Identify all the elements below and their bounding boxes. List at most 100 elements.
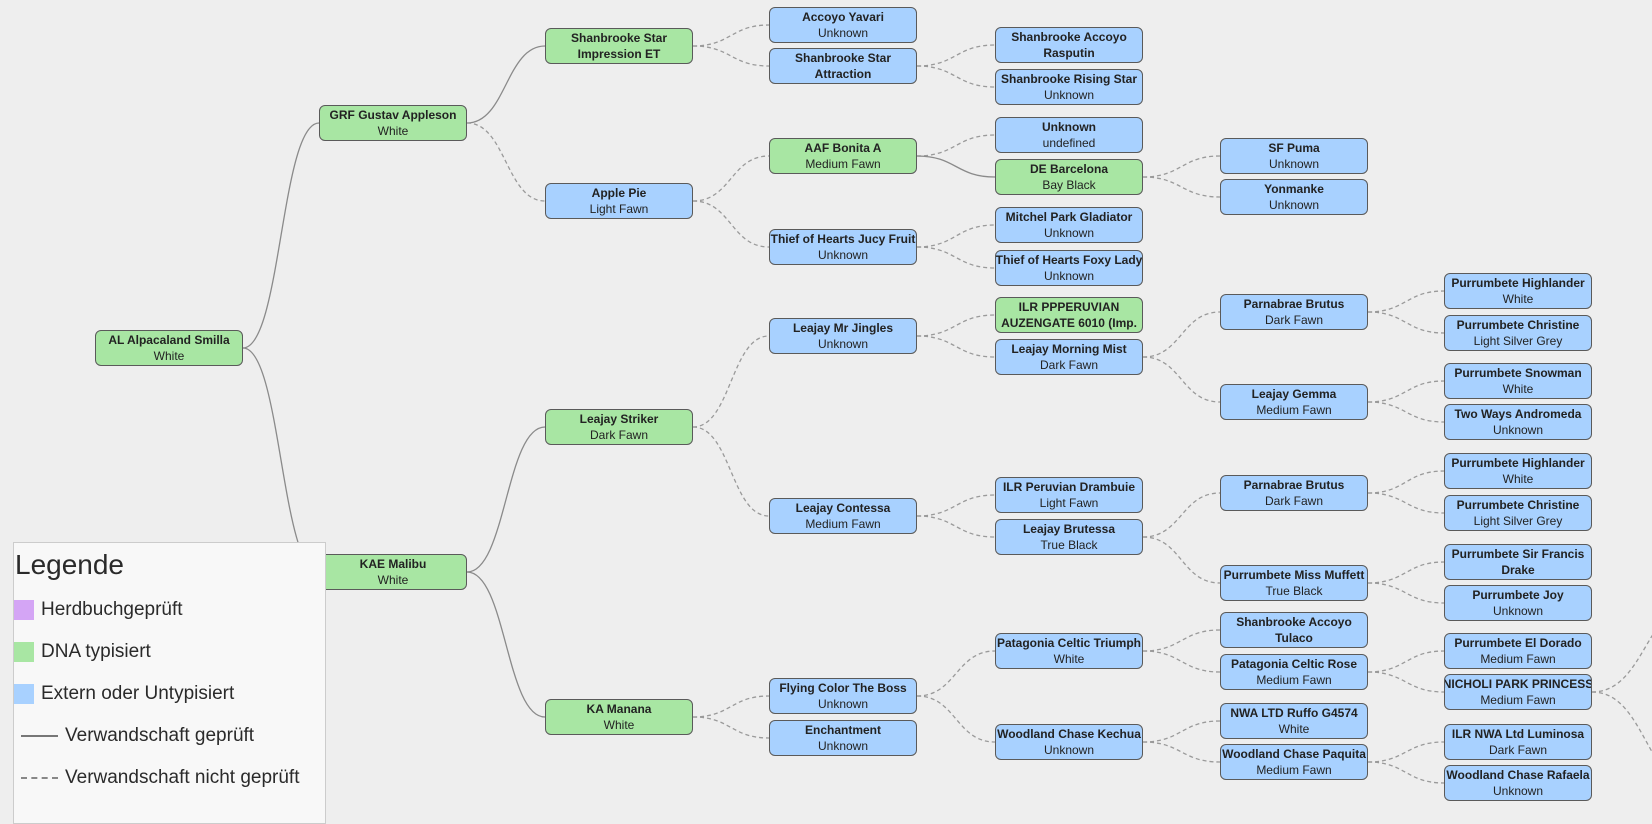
unverified-relation-line xyxy=(692,335,770,428)
unverified-relation-line xyxy=(916,224,996,248)
animal-node[interactable]: ILR PPPERUVIAN AUZENGATE 6010 (Imp. xyxy=(995,297,1143,333)
unverified-relation-line xyxy=(1367,561,1445,584)
animal-node[interactable]: Shanbrooke Star Impression ET xyxy=(545,28,693,64)
unverified-relation-line xyxy=(692,45,770,67)
animal-color: Dark Fawn xyxy=(1264,313,1323,327)
legend-item-herdbook: Herdbuchgeprüft xyxy=(14,589,325,631)
legend-label: Extern oder Untypisiert xyxy=(41,683,235,704)
animal-node[interactable]: Shanbrooke Star Attraction xyxy=(769,48,917,84)
animal-color: Unknown xyxy=(1043,88,1095,102)
animal-node[interactable]: Shanbrooke Accoyo Rasputin xyxy=(995,27,1143,63)
animal-name: Thief of Hearts Foxy Lady xyxy=(995,253,1143,267)
unverified-relation-line xyxy=(1142,176,1221,198)
animal-color: Unknown xyxy=(817,697,869,711)
animal-node[interactable]: Shanbrooke Accoyo Tulaco xyxy=(1220,612,1368,648)
unverified-relation-line xyxy=(916,695,996,743)
animal-name: Parnabrae Brutus xyxy=(1243,478,1345,492)
animal-color: Medium Fawn xyxy=(805,157,881,171)
animal-name: ILR NWA Ltd Luminosa xyxy=(1451,727,1585,741)
animal-name: Woodland Chase Kechua xyxy=(997,727,1141,741)
legend: Legende Herdbuchgeprüft DNA typisiert Ex… xyxy=(13,542,326,824)
animal-name: Leajay Mr Jingles xyxy=(792,321,894,335)
animal-name: Purrumbete Christine xyxy=(1456,498,1580,512)
unverified-relation-line xyxy=(1367,650,1445,673)
unverified-relation-line xyxy=(916,650,996,697)
unverified-relation-line xyxy=(1367,761,1445,784)
dna-swatch xyxy=(14,642,34,662)
legend-label: Verwandschaft geprüft xyxy=(65,725,255,746)
unverified-relation-line xyxy=(916,246,996,269)
unverified-relation-line xyxy=(916,494,996,517)
animal-color: Dark Fawn xyxy=(1264,494,1323,508)
unverified-relation-line xyxy=(692,200,770,248)
animal-name: GRF Gustav Appleson xyxy=(329,108,457,122)
legend-item-dna: DNA typisiert xyxy=(14,631,325,673)
extern-swatch xyxy=(14,684,34,704)
animal-name: Patagonia Celtic Rose xyxy=(1230,657,1358,671)
animal-name: Leajay Contessa xyxy=(795,501,891,515)
animal-node[interactable]: Purrumbete Sir Francis Drake xyxy=(1444,544,1592,580)
animal-color: Unknown xyxy=(817,26,869,40)
unverified-relation-line xyxy=(692,716,770,739)
animal-name: Yonmanke xyxy=(1264,182,1324,196)
legend-title: Legende xyxy=(15,549,125,580)
animal-color: Medium Fawn xyxy=(805,517,881,531)
verified-relation-line xyxy=(466,426,546,573)
animal-name: Accoyo Yavari xyxy=(802,10,884,24)
animal-name: Flying Color The Boss xyxy=(779,681,907,695)
animal-name: Leajay Morning Mist xyxy=(1011,342,1127,356)
unverified-relation-line xyxy=(692,426,770,517)
unverified-relation-line xyxy=(692,155,770,202)
animal-color: White xyxy=(153,349,185,363)
animal-name: ILR PPPERUVIAN AUZENGATE 6010 (Imp. xyxy=(1001,300,1137,330)
unverified-relation-line xyxy=(1367,290,1445,313)
unverified-relation-line xyxy=(1591,691,1652,753)
animal-name: Purrumbete Joy xyxy=(1472,588,1564,602)
unverified-relation-line xyxy=(1367,671,1445,693)
animal-name: Mitchel Park Gladiator xyxy=(1005,210,1133,224)
